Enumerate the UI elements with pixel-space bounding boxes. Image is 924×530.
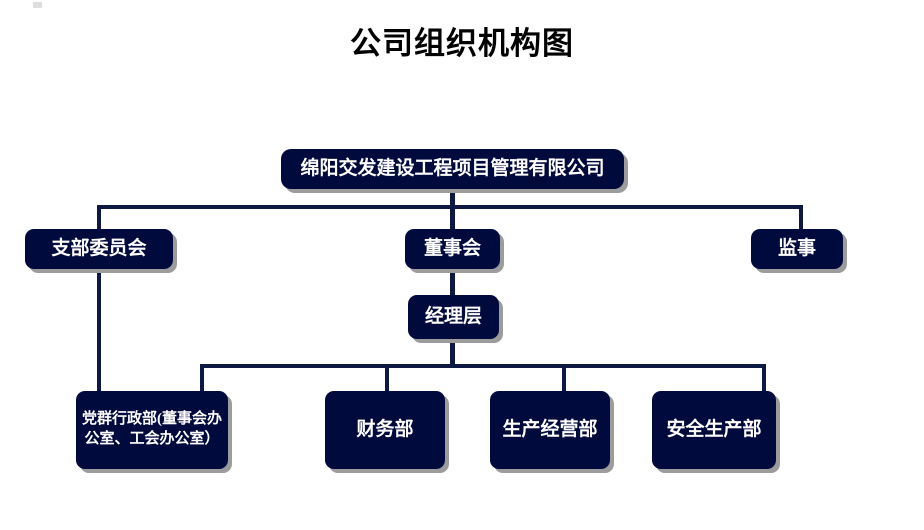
connector-drop-supervisor xyxy=(799,205,803,229)
connector-party-to-party-admin xyxy=(97,268,101,391)
page-title: 公司组织机构图 xyxy=(350,26,574,61)
node-party-admin-department-label: 党群行政部(董事会办公室、工会办公室） xyxy=(82,411,222,447)
connector-drop-safety xyxy=(762,364,766,391)
node-board-of-directors-label: 董事会 xyxy=(423,238,481,260)
node-safety-department[interactable]: 安全生产部 xyxy=(652,391,776,469)
node-company-label: 绵阳交发建设工程项目管理有限公司 xyxy=(300,158,605,180)
connector-drop-party xyxy=(97,205,101,229)
connector-board-to-management xyxy=(450,268,455,295)
connector-level3-bus xyxy=(200,364,766,368)
node-supervisor-label: 监事 xyxy=(777,238,816,260)
node-production-department-label: 生产经营部 xyxy=(502,419,598,441)
node-party-committee[interactable]: 支部委员会 xyxy=(25,229,173,269)
node-production-department[interactable]: 生产经营部 xyxy=(490,391,610,469)
connector-drop-party-admin xyxy=(200,364,204,391)
node-management-label: 经理层 xyxy=(424,306,482,328)
node-finance-department-label: 财务部 xyxy=(356,419,414,441)
corner-speck-artifact xyxy=(33,2,42,8)
connector-drop-board xyxy=(450,205,455,229)
node-company[interactable]: 绵阳交发建设工程项目管理有限公司 xyxy=(281,149,624,189)
node-board-of-directors[interactable]: 董事会 xyxy=(405,229,500,269)
node-party-committee-label: 支部委员会 xyxy=(51,238,147,260)
connector-drop-finance xyxy=(385,364,389,391)
connector-drop-production xyxy=(562,364,566,391)
connector-company-stem xyxy=(450,189,455,208)
node-management[interactable]: 经理层 xyxy=(408,295,499,339)
node-supervisor[interactable]: 监事 xyxy=(751,229,843,269)
node-finance-department[interactable]: 财务部 xyxy=(325,391,445,469)
connector-management-stem xyxy=(450,339,455,367)
node-safety-department-label: 安全生产部 xyxy=(666,419,762,441)
node-party-admin-department[interactable]: 党群行政部(董事会办公室、工会办公室） xyxy=(76,391,228,469)
